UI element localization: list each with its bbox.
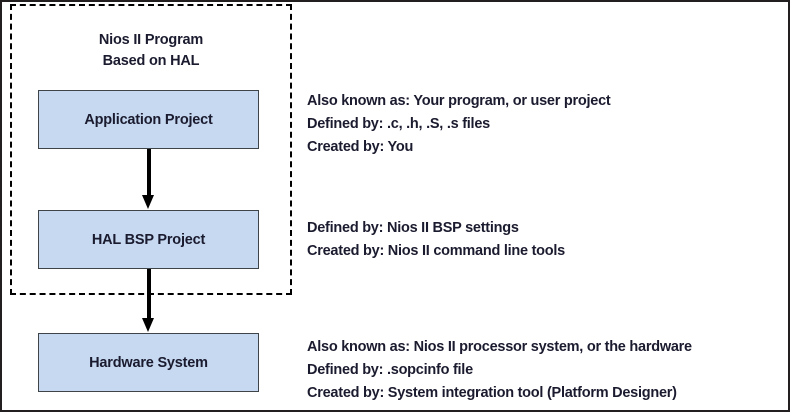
annotation-hardware-system: Also known as: Nios II processor system,… <box>307 336 692 405</box>
annotation-line: Also known as: Your program, or user pro… <box>307 93 611 109</box>
annotation-line: Created by: You <box>307 139 414 155</box>
node-hal-bsp-project[interactable]: HAL BSP Project <box>38 210 259 269</box>
arrow-application-to-bsp <box>142 149 155 211</box>
node-hal-bsp-project-label: HAL BSP Project <box>91 231 206 248</box>
annotation-application-project: Also known as: Your program, or user pro… <box>307 90 611 159</box>
arrow-bsp-to-hardware <box>142 269 155 334</box>
annotation-line: Defined by: .c, .h, .S, .s files <box>307 116 490 132</box>
annotation-line: Created by: Nios II command line tools <box>307 243 565 259</box>
annotation-hal-bsp-project: Defined by: Nios II BSP settings Created… <box>307 217 565 263</box>
node-application-project-label: Application Project <box>84 111 213 128</box>
annotation-line: Also known as: Nios II processor system,… <box>307 339 692 355</box>
arrow-shaft <box>147 269 151 320</box>
arrow-head-icon <box>142 195 154 209</box>
node-application-project[interactable]: Application Project <box>38 90 259 149</box>
group-caption: Nios II Program Based on HAL <box>10 30 292 72</box>
annotation-line: Defined by: Nios II BSP settings <box>307 220 519 236</box>
hal-program-group-boundary-top <box>10 4 292 6</box>
arrow-head-icon <box>142 318 154 332</box>
group-caption-line-1: Nios II Program <box>98 32 204 48</box>
group-caption-line-2: Based on HAL <box>102 53 200 69</box>
annotation-line: Created by: System integration tool (Pla… <box>307 385 677 401</box>
node-hardware-system-label: Hardware System <box>89 354 208 371</box>
arrow-shaft <box>147 149 151 197</box>
annotation-line: Defined by: .sopcinfo file <box>307 362 473 378</box>
node-hardware-system[interactable]: Hardware System <box>38 333 259 392</box>
